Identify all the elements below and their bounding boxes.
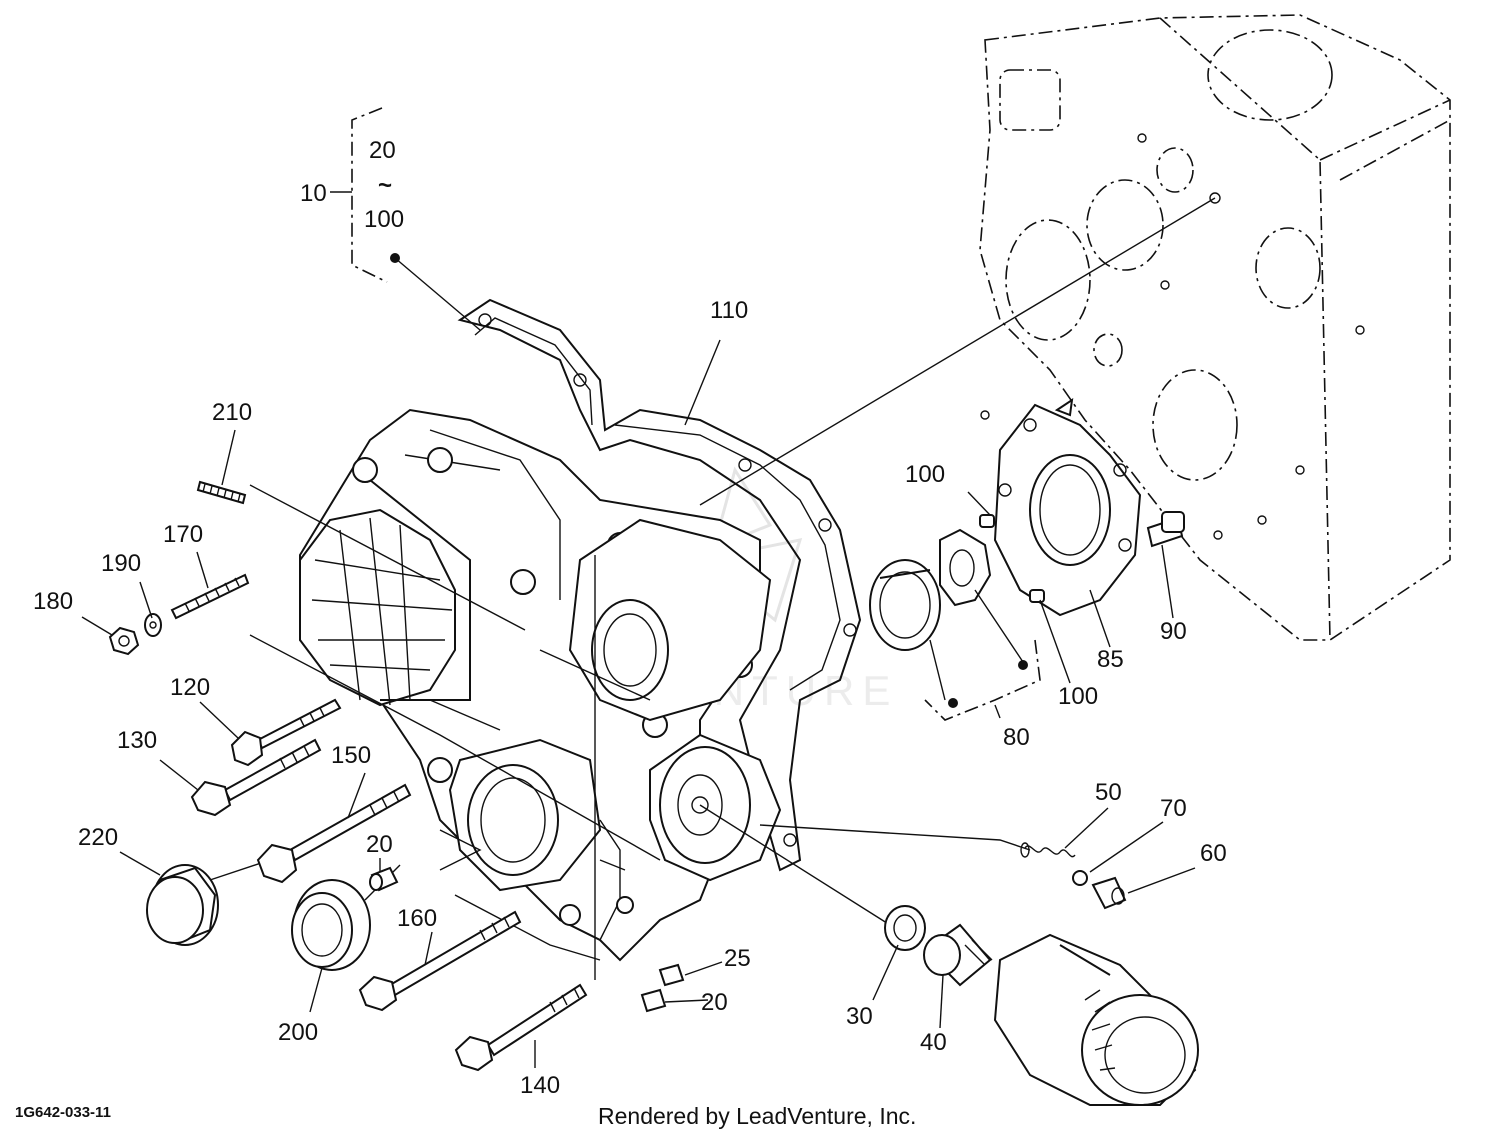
plug-220 bbox=[146, 864, 219, 946]
relief-spring-50 bbox=[1020, 842, 1076, 858]
group-range-end: 100 bbox=[364, 206, 404, 233]
stud-170 bbox=[170, 573, 250, 620]
callout-20-upper[interactable]: 20 bbox=[366, 831, 393, 858]
gear-case bbox=[299, 408, 782, 962]
callout-30[interactable]: 30 bbox=[846, 1003, 873, 1030]
callout-50[interactable]: 50 bbox=[1095, 779, 1122, 806]
callout-180[interactable]: 180 bbox=[33, 588, 73, 615]
bolt-160 bbox=[358, 910, 522, 1012]
callout-170[interactable]: 170 bbox=[163, 521, 203, 548]
group-range-symbol: ~ bbox=[378, 172, 392, 199]
oil-seal-200 bbox=[291, 879, 371, 971]
callout-150[interactable]: 150 bbox=[331, 742, 371, 769]
callout-25[interactable]: 25 bbox=[724, 945, 751, 972]
callout-160[interactable]: 160 bbox=[397, 905, 437, 932]
callout-130[interactable]: 130 bbox=[117, 727, 157, 754]
nut-180 bbox=[108, 626, 140, 656]
bolt-150 bbox=[256, 783, 412, 884]
render-credit: Rendered by LeadVenture, Inc. bbox=[598, 1103, 916, 1129]
group-ref-label: 10 bbox=[300, 180, 327, 207]
callout-110[interactable]: 110 bbox=[710, 297, 748, 324]
callout-100-lower[interactable]: 100 bbox=[1058, 683, 1098, 710]
callout-140[interactable]: 140 bbox=[520, 1072, 560, 1099]
callout-leaders bbox=[81, 429, 1196, 1068]
oil-pump-cover bbox=[993, 403, 1142, 617]
stud-210 bbox=[196, 480, 247, 505]
bolt-130 bbox=[190, 738, 322, 817]
callout-80[interactable]: 80 bbox=[1003, 724, 1030, 751]
plug-60 bbox=[1091, 876, 1127, 910]
callout-85[interactable]: 85 bbox=[1097, 646, 1124, 673]
callout-200[interactable]: 200 bbox=[278, 1019, 318, 1046]
bolt-120 bbox=[230, 698, 342, 767]
callout-190[interactable]: 190 bbox=[101, 550, 141, 577]
oil-pump-rotor-set bbox=[869, 514, 1045, 721]
callout-210[interactable]: 210 bbox=[212, 399, 252, 426]
bolt-90 bbox=[1146, 511, 1185, 548]
bolt-140 bbox=[454, 983, 588, 1072]
assembly-lines bbox=[209, 197, 1216, 980]
callout-20-lower[interactable]: 20 bbox=[701, 989, 728, 1016]
washer-190 bbox=[144, 613, 162, 637]
callout-40[interactable]: 40 bbox=[920, 1029, 947, 1056]
callout-220[interactable]: 220 bbox=[78, 824, 118, 851]
plug-20-lower bbox=[640, 988, 667, 1013]
group-range-start: 20 bbox=[369, 137, 396, 164]
callout-100-upper[interactable]: 100 bbox=[905, 461, 945, 488]
oil-switch-40 bbox=[923, 923, 993, 987]
callout-70[interactable]: 70 bbox=[1160, 795, 1187, 822]
oil-filter bbox=[993, 933, 1199, 1106]
figure-code: 1G642-033-11 bbox=[15, 1104, 111, 1121]
fitting-25 bbox=[658, 963, 685, 987]
callout-90[interactable]: 90 bbox=[1160, 618, 1187, 645]
relief-ball-70 bbox=[1072, 870, 1088, 886]
timing-case-gasket bbox=[457, 298, 862, 872]
washer-30 bbox=[884, 905, 926, 951]
group-bracket bbox=[330, 107, 388, 283]
callout-120[interactable]: 120 bbox=[170, 674, 210, 701]
engine-block-outline bbox=[979, 14, 1451, 641]
callout-60[interactable]: 60 bbox=[1200, 840, 1227, 867]
plug-20-upper bbox=[369, 866, 399, 892]
